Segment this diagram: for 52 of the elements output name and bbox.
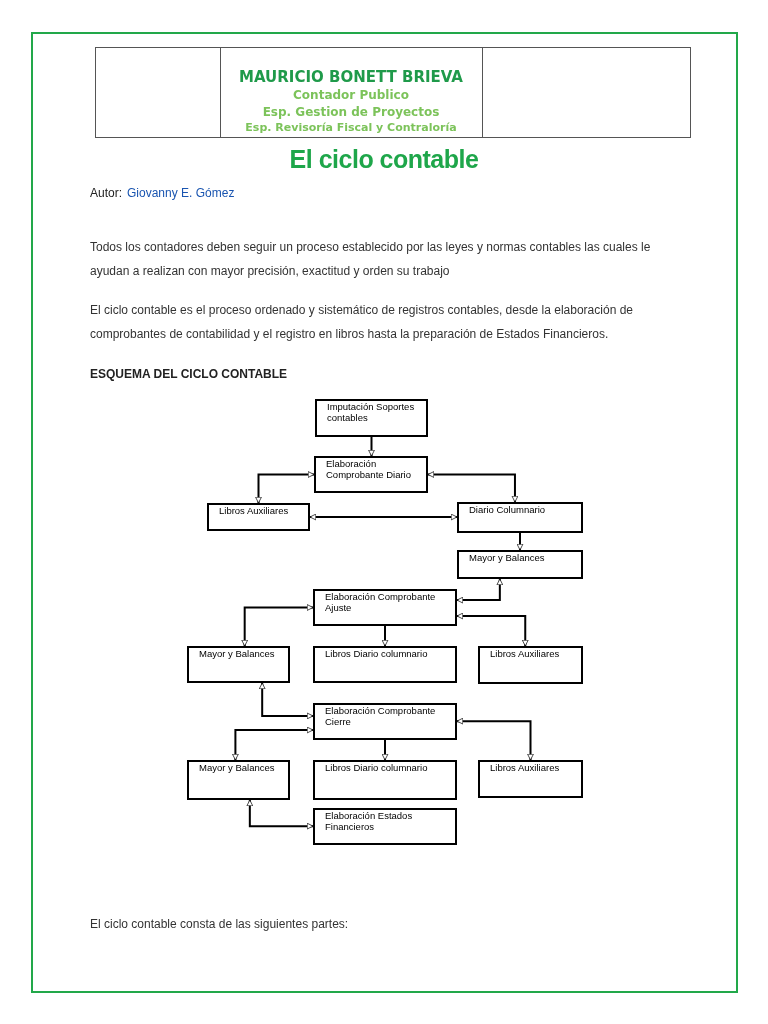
process-box (313, 703, 457, 740)
process-box (314, 456, 428, 493)
process-box (187, 760, 290, 800)
box-label: Elaboración Comprobante Ajuste (325, 592, 437, 613)
block-arrow (309, 513, 458, 521)
process-box (207, 503, 310, 531)
author-label: Autor: (90, 185, 122, 202)
box-label: Mayor y Balances (199, 649, 276, 660)
box-label: Libros Diario columnario (325, 763, 429, 774)
letterhead-line: Esp. Revisoría Fiscal y Contraloría (244, 120, 458, 136)
box-label: Libros Auxiliares (490, 763, 561, 774)
letterhead-line: Contador Publico (292, 87, 410, 104)
paragraph: Todos los contadores deben seguir un proceso establecido por las leyes y normas contables las cuales le ayudan a realizan con mayor precisión, exactitud y orden su trabajo (90, 239, 652, 280)
block-arrow (456, 612, 529, 647)
block-arrow (255, 471, 315, 504)
block-arrow (381, 739, 389, 761)
box-label: Libros Diario columnario (325, 649, 429, 660)
block-arrow (427, 471, 519, 503)
process-box (313, 589, 457, 626)
process-box (457, 550, 583, 579)
box-label: Mayor y Balances (199, 763, 276, 774)
block-arrow (241, 604, 314, 647)
process-box (313, 760, 457, 800)
process-box (315, 399, 428, 437)
title: El ciclo contable (288, 144, 480, 175)
author-name: Giovanny E. Gómez (127, 185, 235, 202)
process-box (313, 646, 457, 683)
box-label: Elaboración Comprobante Cierre (325, 706, 437, 727)
block-arrow (246, 799, 314, 830)
block-arrow (258, 682, 314, 720)
box-label: Mayor y Balances (469, 553, 546, 564)
block-arrow (456, 717, 534, 761)
letterhead-line: Esp. Gestion de Proyectos (261, 104, 441, 121)
paragraph: El ciclo contable consta de las siguientes partes: (90, 916, 349, 933)
process-box (478, 646, 583, 684)
box-label: Imputación Soportes contables (327, 402, 416, 423)
letterhead-name: MAURICIO BONETT BRIEVA (238, 67, 464, 88)
process-box (457, 502, 583, 533)
process-box (187, 646, 290, 683)
block-arrow (456, 578, 504, 604)
process-box (478, 760, 583, 798)
box-label: Libros Auxiliares (490, 649, 561, 660)
block-arrow (368, 436, 375, 457)
process-box (313, 808, 457, 845)
box-label: Diario Columnario (469, 505, 547, 516)
paragraph: El ciclo contable es el proceso ordenado y sistemático de registros contables, desde la elaboración de comprobantes de contabilidad y el registro en libros hasta la preparación de Estados Financieros. (90, 302, 634, 343)
section-heading: ESQUEMA DEL CICLO CONTABLE (90, 366, 288, 383)
box-label: Elaboración Comprobante Diario (326, 459, 412, 480)
box-label: Elaboración Estados Financieros (325, 811, 414, 832)
box-label: Libros Auxiliares (219, 506, 290, 517)
block-arrow (381, 625, 389, 647)
block-arrow (232, 726, 314, 761)
